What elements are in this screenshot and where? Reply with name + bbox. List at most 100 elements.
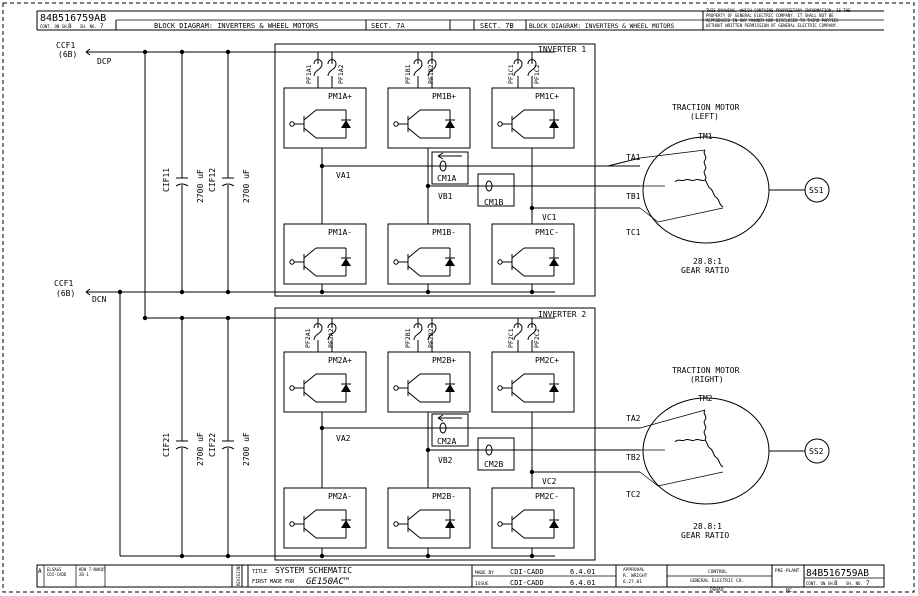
inverter-title: INVERTER 2: [538, 310, 586, 319]
power-module-lower-c: PM1C-: [491, 223, 575, 285]
module-label: PM2B-: [432, 492, 456, 501]
node-label: VC2: [542, 477, 557, 486]
power-module-lower-b: PM2B-: [387, 487, 471, 549]
motor-heading: TRACTION MOTOR: [672, 103, 740, 112]
sheet-value: 7: [100, 23, 104, 30]
fuse-group-a: PF2A1 PF2A2: [304, 318, 337, 352]
module-label: PM1C+: [535, 92, 559, 101]
dc-bus-wiring: [86, 49, 555, 559]
fuse-label: PF2B1: [404, 328, 412, 348]
phase-label: TB1: [626, 192, 641, 201]
block-title-left: BLOCK DIAGRAM: INVERTERS & WHEEL MOTORS: [154, 22, 318, 30]
module-label: PM1B-: [432, 228, 456, 237]
net-label: DCN: [92, 295, 107, 304]
speed-sensor-label: SS2: [809, 447, 824, 456]
revision-note: CDI-CADD: [47, 572, 67, 577]
title-block-drawing-number: 84B516759AB: [806, 568, 869, 579]
issue-by: CDI-CADD: [510, 579, 544, 587]
capacitor-name: CIF11: [162, 168, 171, 192]
fuse-group-c: PF1C1 PF1C2: [507, 52, 541, 88]
company-location: OSHAQ: [710, 587, 724, 593]
capacitor-cif12: CIF12 2700 uF: [208, 52, 251, 292]
power-module-lower-a: PM1A-: [283, 223, 367, 285]
issue-date: 6.4.01: [570, 579, 595, 587]
title-block-cont-label: CONT. ON SH.: [806, 581, 835, 586]
motor-side: (LEFT): [690, 112, 719, 121]
made-by: CDI-CADD: [510, 568, 544, 576]
fuse-label: PF1B2: [427, 64, 435, 84]
fuse-label: PF1A2: [337, 64, 345, 84]
dc-positive-connector: CCF1 (6B) DCP: [56, 41, 112, 66]
notice-line: REPRODUCED IN ANY MANNER NOR DISCLOSED T…: [706, 18, 839, 23]
issue-label: ISSUE: [475, 581, 489, 587]
capacitor-name: CIF22: [208, 433, 217, 457]
title-block-sheet-label: SH. NO.: [846, 581, 863, 586]
capacitor-name: CIF21: [162, 433, 171, 457]
traction-motor-right: TRACTION MOTOR (RIGHT) TM2 SS2 28.8:1 GE…: [639, 366, 830, 540]
first-made-for: GE150AC™: [306, 577, 349, 587]
fuse-label: PF2B2: [427, 328, 435, 348]
motor-id: TM2: [698, 394, 713, 403]
sensor-label: CM1B: [484, 198, 503, 207]
inverter-1: INVERTER 1 PF1A1 PF1A2 PF1B1 PF1B2 PF1C1…: [274, 43, 641, 297]
connector-ref: (6B): [58, 50, 77, 59]
module-label: PM2C-: [535, 492, 559, 501]
revision-note: ELSAGS: [47, 567, 62, 572]
made-date: 6.4.01: [570, 568, 595, 576]
title-block: A ELSAGS CDI-CADD KDH 7-NAK05 2B-1 REVIS…: [36, 564, 885, 594]
net-label: DCP: [97, 57, 112, 66]
notice-line: THIS DRAWING, WHICH CONTAINS PROPRIETARY…: [706, 8, 851, 13]
motor-heading: TRACTION MOTOR: [672, 366, 740, 375]
motor-id: TM1: [698, 132, 713, 141]
node-label: VC1: [542, 213, 557, 222]
inverter-enclosure: [274, 307, 596, 561]
revision-letter: A: [38, 568, 42, 575]
control-label: CONTROL: [708, 569, 727, 575]
fuse-group-a: PF1A1 PF1A2: [305, 52, 345, 88]
sect-left: SECT. 7A: [371, 22, 406, 30]
phase-label: TC1: [626, 228, 641, 237]
module-label: PM2A+: [328, 356, 352, 365]
drawing-title: SYSTEM SCHEMATIC: [275, 566, 352, 575]
approval-label: APPROVAL: [623, 567, 645, 573]
made-by-label: MADE BY: [475, 570, 494, 576]
speed-sensor: [804, 438, 830, 464]
module-label: PM1C-: [535, 228, 559, 237]
sheet-label: SH. NO.: [80, 24, 97, 29]
phase-label: TB2: [626, 453, 641, 462]
module-label: PM1A+: [328, 92, 352, 101]
gear-ratio: 28.8:1: [693, 522, 722, 531]
block-title-right: BLOCK DIAGRAM: INVERTERS & WHEEL MOTORS: [529, 23, 675, 30]
fuse-label: PF1B1: [404, 64, 412, 84]
revisions-side-label: REVISIONS: [236, 564, 241, 586]
header-strip: 84B516759AB CONT. ON SH. 8 SH. NO. 7 BLO…: [36, 8, 884, 31]
gear-ratio-label: GEAR RATIO: [681, 266, 729, 275]
inverter-title: INVERTER 1: [538, 45, 586, 54]
power-module-lower-a: PM2A-: [283, 487, 367, 549]
power-module-upper-a: PM2A+: [283, 351, 367, 413]
module-label: PM1B+: [432, 92, 456, 101]
drawing-number: 84B516759AB: [40, 13, 106, 24]
power-module-upper-c: PM1C+: [491, 87, 575, 149]
gear-ratio-label: GEAR RATIO: [681, 531, 729, 540]
node-label: VB2: [438, 456, 453, 465]
power-module-lower-c: PM2C-: [491, 487, 575, 549]
capacitor-cif21: CIF21 2700 uF: [162, 318, 205, 556]
inverter-enclosure: [274, 43, 596, 297]
approval-name: R. WRIGHT: [623, 573, 648, 579]
fuse-label: PF1A1: [305, 64, 313, 84]
title-block-cont-value: 8: [834, 580, 838, 587]
phase-label: TC2: [626, 490, 641, 499]
fuse-label: PF2C2: [533, 328, 541, 348]
sect-right: SECT. 7B: [480, 22, 514, 30]
power-module-upper-a: PM1A+: [283, 87, 367, 149]
company-name: GENERAL ELECTRIC CO.: [690, 578, 744, 584]
revision-note: 2B-1: [79, 572, 89, 577]
revision-note: KDH 7-NAK05: [79, 567, 106, 572]
sensor-label: CM2B: [484, 460, 503, 469]
pre-plant-value: RC: [786, 588, 792, 594]
pre-plant-label: PRE-PLANT: [775, 568, 800, 574]
first-made-label: FIRST MADE FOR: [252, 579, 295, 585]
